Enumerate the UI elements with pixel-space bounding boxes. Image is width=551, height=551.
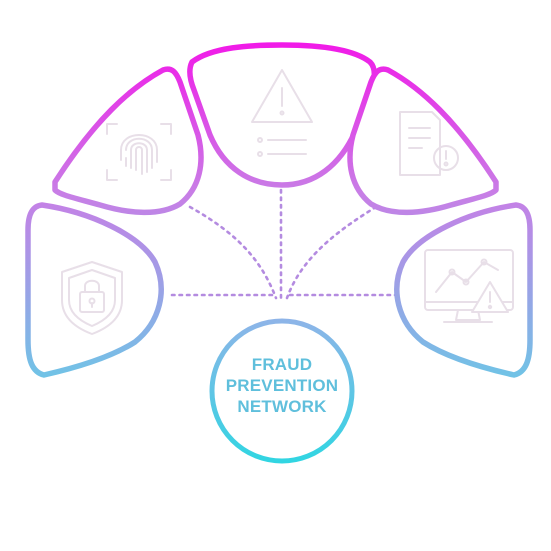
connector-lines xyxy=(170,188,398,302)
connector-upper-left xyxy=(188,205,278,300)
fingerprint-scan-icon xyxy=(106,123,172,181)
petal-upper-right xyxy=(347,66,499,216)
petal-left xyxy=(25,202,164,378)
warning-checklist-icon xyxy=(251,69,313,157)
hub-label-line-2: PREVENTION xyxy=(225,376,339,395)
hub-circle xyxy=(209,318,355,464)
petal-right xyxy=(394,202,533,378)
document-alert-icon xyxy=(399,111,459,176)
hub-label-line-1: FRAUD xyxy=(251,355,313,374)
monitor-chart-alert-icon xyxy=(424,249,514,323)
hub-label: FRAUD PREVENTION NETWORK xyxy=(206,354,358,417)
connector-upper-right xyxy=(285,205,378,300)
padlock-shield-icon xyxy=(61,261,123,335)
hub-label-line-3: NETWORK xyxy=(237,397,327,416)
petal-upper-left xyxy=(52,66,204,216)
